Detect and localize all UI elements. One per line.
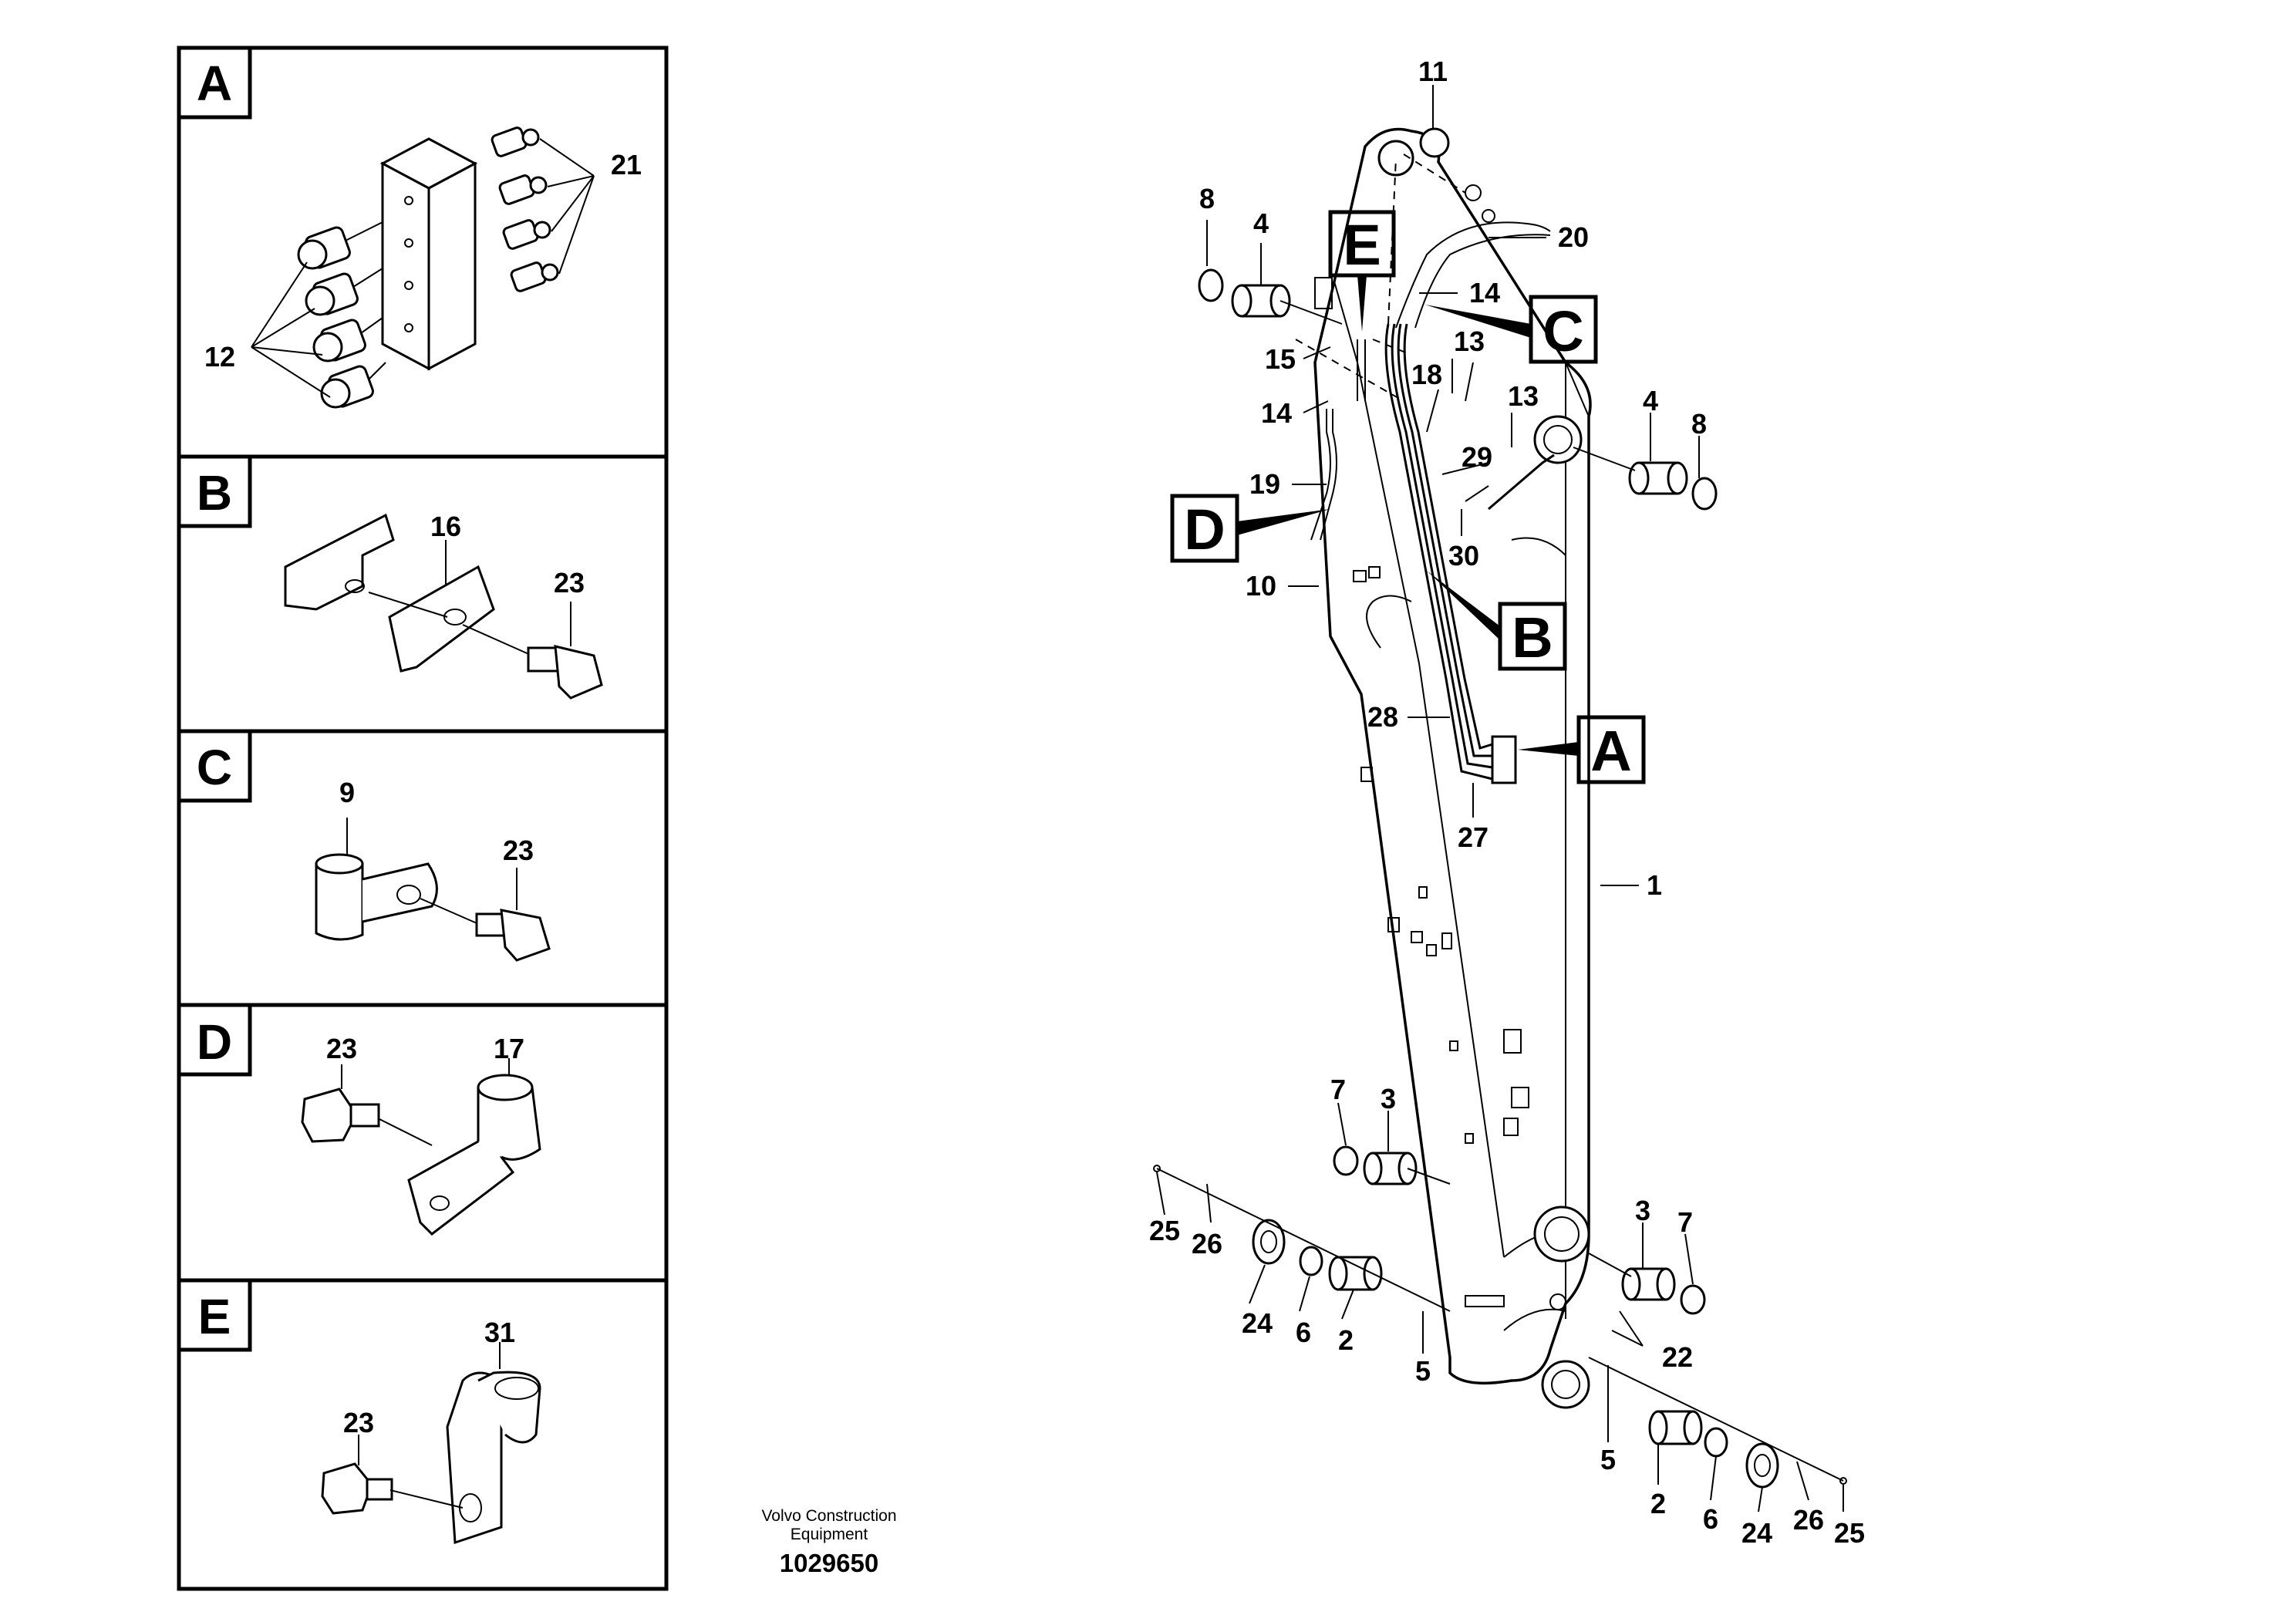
footer-company-line1: Volvo Construction [761,1507,896,1525]
drawing-number: 1029650 [780,1549,878,1577]
svg-text:D: D [1184,497,1225,561]
label-14-top: 14 [1469,277,1500,309]
label-8-left: 8 [1199,183,1215,214]
leader-lines-main [1156,85,1844,1512]
panel-b-letter: B [197,465,232,521]
label-9: 9 [339,777,355,808]
label-24-right: 24 [1741,1517,1772,1549]
svg-text:A: A [1590,719,1631,783]
label-23-b: 23 [554,567,585,599]
panel-b-letter-box [177,454,252,528]
label-3-left: 3 [1381,1083,1396,1114]
label-25-right: 25 [1834,1517,1865,1549]
footer-company-line2: Equipment [791,1526,868,1543]
bolt-23-b [462,624,603,700]
label-31: 31 [484,1317,515,1348]
label-12: 12 [204,341,235,373]
leader-lines-a [251,138,595,398]
clip-9 [315,853,438,941]
label-10: 10 [1246,570,1276,602]
label-5-left: 5 [1415,1355,1431,1387]
callout-b: B [1427,571,1567,671]
label-22: 22 [1662,1341,1693,1373]
panel-c-letter-box [177,729,252,803]
svg-text:E: E [1343,213,1381,277]
label-26-right: 26 [1793,1504,1824,1536]
detail-panel-b: B 16 23 [177,454,603,700]
pin-bushings-main [1153,268,1847,1489]
label-18: 18 [1411,359,1442,390]
label-13-right: 13 [1508,380,1539,412]
panel-a-letter: A [197,56,232,111]
label-3-right: 3 [1635,1195,1650,1226]
label-7-right: 7 [1677,1206,1693,1238]
arm-body [1313,127,1592,1409]
detail-panel-frame [177,46,669,1591]
label-1: 1 [1647,869,1662,901]
hidden-dashed-lines [1295,153,1466,402]
label-7-left: 7 [1330,1074,1346,1105]
panel-a-letter-box [177,46,252,120]
bolt-23-e [321,1462,464,1515]
callout-d: D [1170,494,1330,563]
label-4-right: 4 [1643,385,1658,416]
label-2-left: 2 [1338,1324,1354,1356]
label-14-left: 14 [1261,397,1292,429]
label-16: 16 [430,511,461,542]
label-5-right: 5 [1600,1444,1616,1475]
label-2-right: 2 [1650,1488,1666,1519]
label-23-d: 23 [326,1033,357,1064]
callout-e: E [1328,210,1396,332]
panel-e-letter-box [177,1278,252,1352]
bolt-23-d [301,1088,433,1146]
main-part-labels: 11 20 14 8 4 15 14 13 18 13 29 30 19 10 … [1149,56,1865,1549]
label-19: 19 [1249,468,1280,500]
label-29: 29 [1462,441,1492,473]
detail-panel-c: C 9 23 [177,729,551,962]
hydraulic-lines [1310,221,1555,784]
clip-31 [446,1371,541,1545]
label-30: 30 [1448,540,1479,572]
panel-d-letter: D [197,1014,232,1070]
svg-text:C: C [1542,299,1583,363]
label-25-left: 25 [1149,1215,1180,1246]
label-13-mid: 13 [1454,325,1485,357]
label-28: 28 [1367,701,1398,733]
label-6-left: 6 [1296,1317,1311,1348]
clamp-plate-16 [388,565,495,673]
label-23-e: 23 [343,1407,374,1438]
label-8-right: 8 [1691,408,1707,440]
bolt-23-c [420,898,551,962]
label-24-left: 24 [1242,1307,1273,1339]
label-17: 17 [494,1033,524,1064]
label-15: 15 [1265,343,1296,375]
label-6-right: 6 [1703,1503,1718,1535]
manifold-block [379,137,478,371]
label-11: 11 [1418,56,1448,87]
clip-17 [407,1074,541,1236]
label-23-c: 23 [503,835,534,866]
detail-panel-a: A 21 [177,46,642,409]
drawing-footer: Volvo Construction Equipment 1029650 [761,1507,896,1577]
detail-panel-d: D 23 17 [177,1003,541,1236]
label-20: 20 [1558,221,1589,253]
label-26-left: 26 [1192,1228,1222,1259]
plug-fittings-21 [491,126,559,292]
label-4-left: 4 [1253,207,1269,239]
clamp-half-upper [284,513,395,611]
hose-fittings-12 [297,221,386,409]
callout-c: C [1425,295,1598,364]
callout-a: A [1518,715,1646,784]
panel-c-letter: C [197,740,232,795]
svg-text:B: B [1512,605,1553,669]
detail-panel-e: E 31 23 [177,1278,541,1545]
panel-d-letter-box [177,1003,252,1077]
label-21: 21 [611,149,642,180]
panel-e-letter: E [198,1289,231,1344]
label-27: 27 [1458,821,1489,853]
